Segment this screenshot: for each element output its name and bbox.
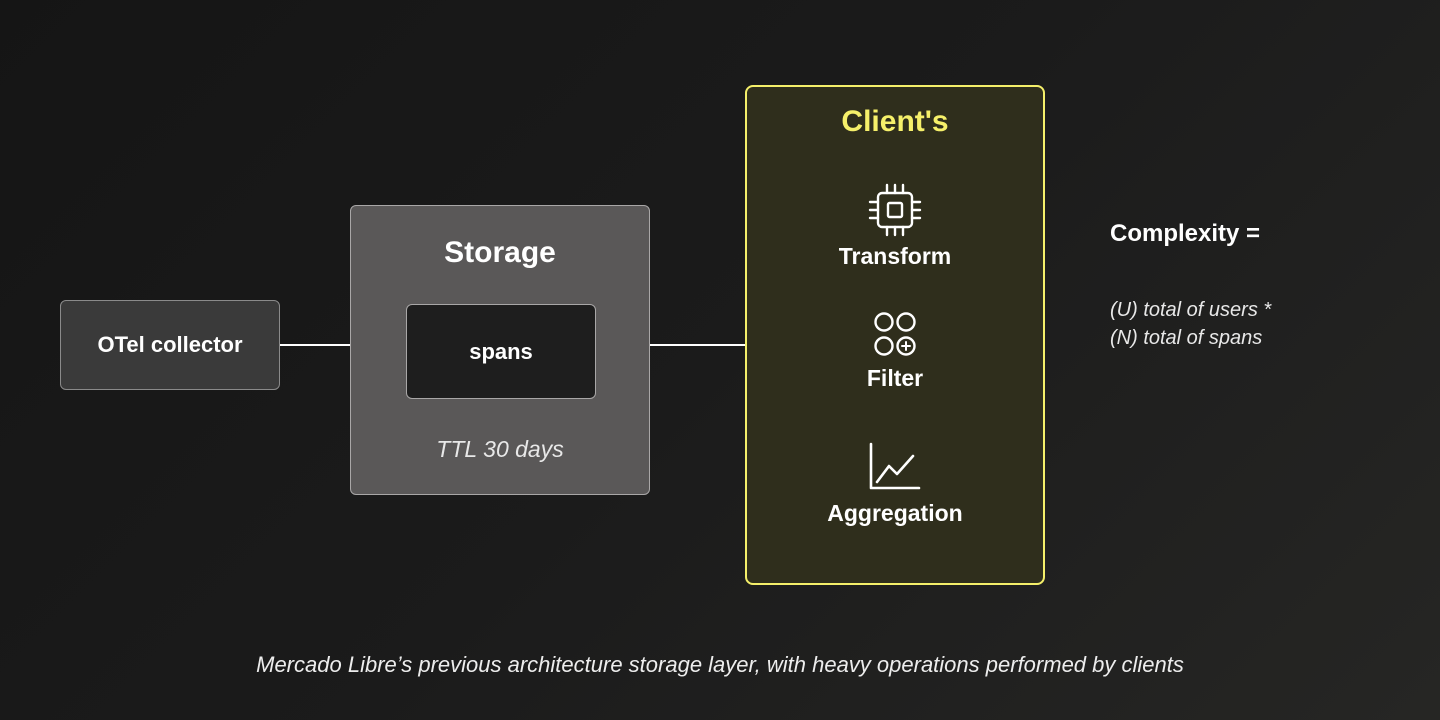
otel-collector-label: OTel collector bbox=[97, 332, 243, 357]
diagram-caption: Mercado Libre’s previous architecture st… bbox=[256, 652, 1184, 677]
cpu-chip-icon bbox=[868, 183, 922, 237]
complexity-line-spans: (N) total of spans bbox=[1110, 327, 1263, 349]
complexity-formula: (U) total of users * (N) total of spans bbox=[1110, 296, 1271, 352]
aggregation-label: Aggregation bbox=[827, 500, 963, 526]
complexity-line-users: (U) total of users * bbox=[1110, 299, 1272, 321]
aggregation-operation: Aggregation bbox=[747, 442, 1043, 527]
line-chart-icon bbox=[869, 442, 921, 490]
filter-circles-icon bbox=[874, 312, 916, 356]
spans-label: spans bbox=[469, 338, 533, 364]
storage-title: Storage bbox=[444, 236, 556, 269]
clients-title: Client's bbox=[841, 105, 949, 138]
otel-collector-box: OTel collector bbox=[60, 300, 280, 390]
filter-label: Filter bbox=[866, 365, 924, 391]
transform-label: Transform bbox=[838, 243, 952, 269]
complexity-title: Complexity = bbox=[1110, 220, 1261, 247]
filter-operation: Filter bbox=[747, 307, 1043, 392]
clients-box: Client's bbox=[745, 85, 1045, 585]
storage-box: Storage spans TTL 30 days bbox=[350, 205, 650, 495]
spans-box: spans bbox=[406, 304, 596, 399]
ttl-label: TTL 30 days bbox=[436, 436, 564, 462]
transform-operation: Transform bbox=[747, 179, 1043, 270]
